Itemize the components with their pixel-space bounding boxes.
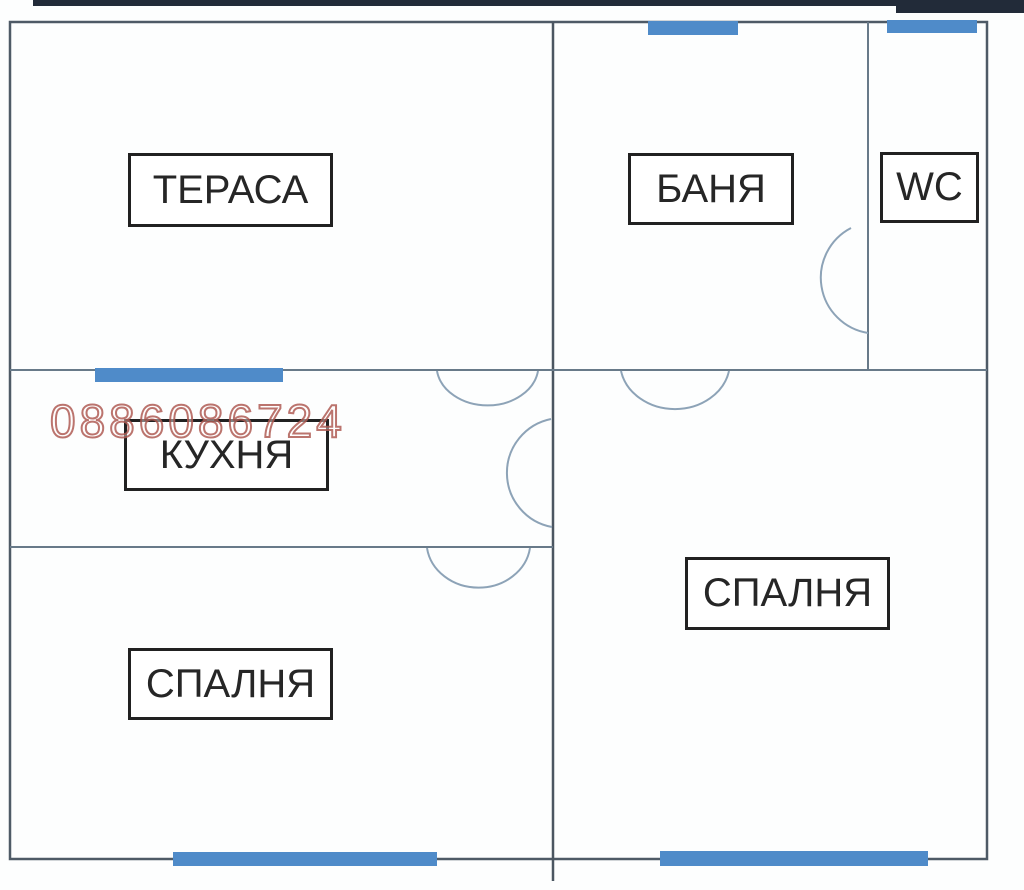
room-label-banya: БАНЯ [628, 153, 794, 225]
photo-edge-artifact [33, 0, 1024, 6]
room-label-spalnya-east-text: СПАЛНЯ [702, 571, 873, 615]
window-banya-north [648, 21, 738, 35]
door-arc-spalnya-south [426, 547, 531, 589]
room-label-spalnya-east: СПАЛНЯ [685, 557, 890, 630]
door-arc-kuhnya-entry [436, 370, 539, 407]
door-arc-banya [819, 227, 869, 334]
room-label-kuhnya-text: КУХНЯ [159, 432, 294, 477]
window-spalnya-east [660, 851, 928, 866]
photo-edge-artifact-right [896, 0, 1024, 13]
room-label-banya-text: БАНЯ [656, 166, 766, 211]
room-label-spalnya-south-text: СПАЛНЯ [145, 661, 316, 706]
window-terasa-kuhnya [95, 368, 283, 382]
room-label-terasa: ТЕРАСА [128, 153, 333, 227]
room-label-spalnya-south: СПАЛНЯ [128, 648, 333, 720]
room-label-wc: WC [880, 152, 979, 223]
room-label-wc-text: WC [896, 165, 963, 209]
exterior-wall [8, 20, 989, 861]
window-spalnya-south [173, 852, 437, 866]
door-arc-hall-east [620, 370, 730, 411]
window-wc-north [887, 20, 977, 33]
room-label-terasa-text: ТЕРАСА [152, 167, 309, 212]
room-label-kuhnya: КУХНЯ [124, 419, 329, 491]
door-arc-center-wall [505, 418, 553, 528]
